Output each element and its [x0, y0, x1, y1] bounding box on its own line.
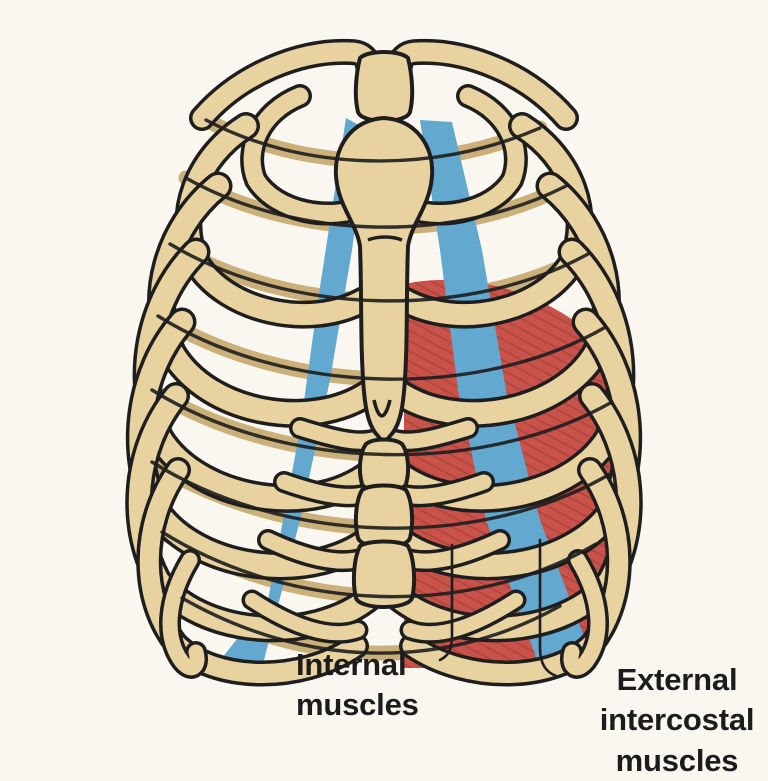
external-leader-line	[538, 538, 558, 678]
xiphoid-segment-3	[351, 539, 417, 609]
rib-edge-outlines	[150, 118, 614, 655]
sternum-notch	[367, 235, 403, 242]
sternum	[333, 50, 435, 609]
label-internal-muscles: Internal muscles	[296, 647, 419, 723]
xiphoid-notch	[372, 399, 392, 418]
internal-leader-line	[438, 543, 454, 662]
label-external-intercostal-muscles: External intercostal muscles	[599, 662, 755, 778]
xiphoid-segment-2	[353, 483, 415, 549]
manubrium	[353, 50, 415, 123]
leader-lines	[438, 538, 558, 678]
